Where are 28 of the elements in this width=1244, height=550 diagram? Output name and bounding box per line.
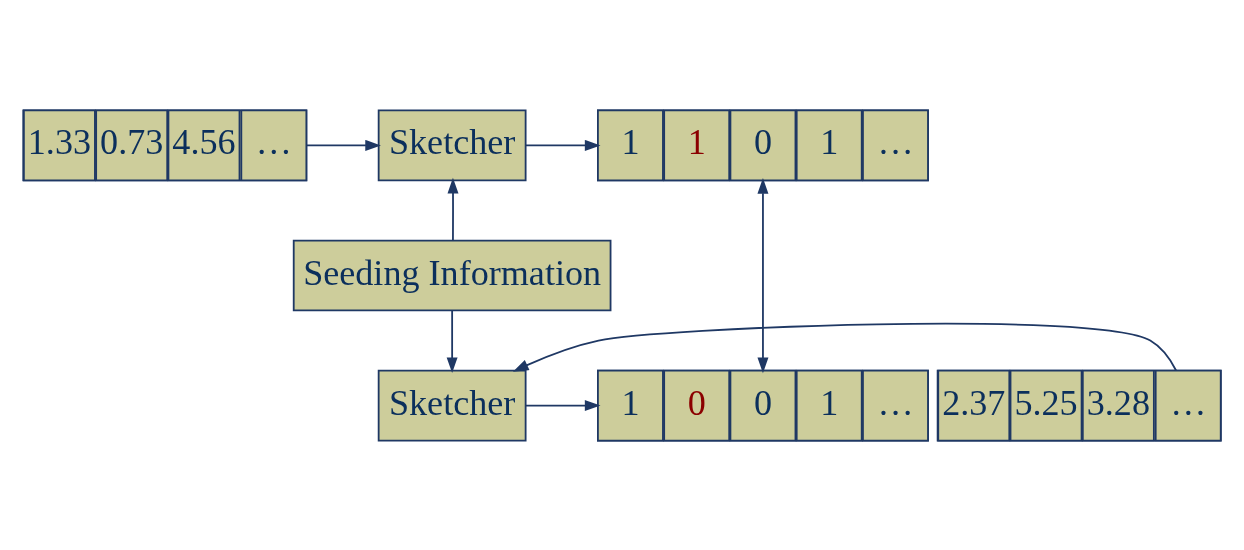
node-box: 1.33 xyxy=(22,109,96,181)
node-box: … xyxy=(240,109,308,181)
node-box: 1 xyxy=(795,369,863,441)
arrow xyxy=(512,322,1177,372)
node-box: 0 xyxy=(663,369,731,441)
arrow xyxy=(525,399,601,411)
node-box: 3.28 xyxy=(1081,369,1155,441)
node-box: 1 xyxy=(663,109,731,181)
node-box: … xyxy=(862,109,929,181)
node-box: Sketcher xyxy=(377,369,527,441)
arrow xyxy=(446,309,458,373)
node-box: 2.37 xyxy=(937,369,1011,441)
node-box: … xyxy=(862,369,929,441)
arrow xyxy=(447,177,459,241)
node-box: 0.73 xyxy=(95,109,169,181)
arrow xyxy=(757,177,769,373)
node-box: Seeding Information xyxy=(292,239,612,311)
node-box: 4.56 xyxy=(167,109,241,181)
node-box: … xyxy=(1154,369,1222,441)
node-box: 0 xyxy=(729,369,797,441)
node-box: 0 xyxy=(729,109,797,181)
node-box: 1 xyxy=(795,109,863,181)
arrow xyxy=(525,139,601,151)
node-box: 1 xyxy=(597,109,664,181)
node-box: 5.25 xyxy=(1009,369,1083,441)
node-box: Sketcher xyxy=(377,109,527,181)
arrow xyxy=(305,139,381,151)
node-box: 1 xyxy=(597,369,664,441)
